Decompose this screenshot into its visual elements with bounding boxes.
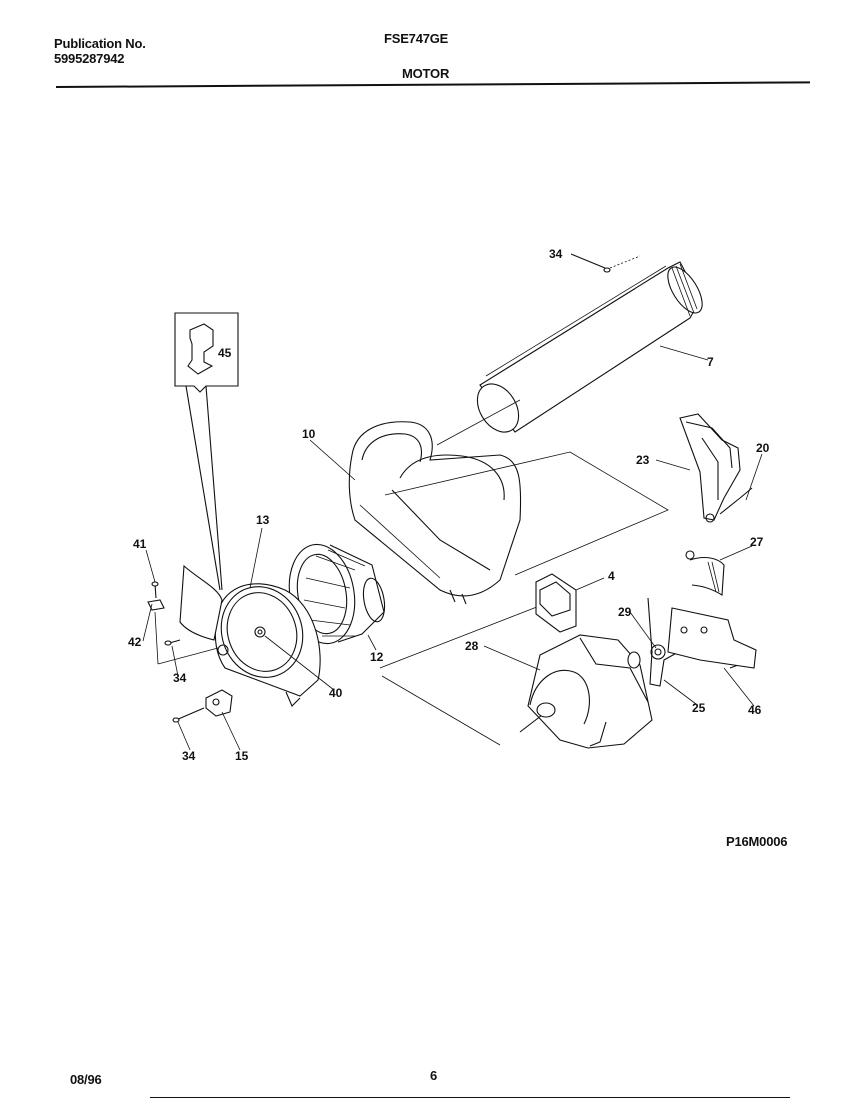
callout-29: 29 [618, 605, 632, 619]
callout-4: 4 [608, 569, 615, 583]
leader-lines [142, 345, 763, 751]
callout-7: 7 [707, 355, 714, 369]
callout-10: 10 [302, 427, 316, 441]
part-7-exhaust-duct [476, 261, 703, 433]
callout-12: 12 [370, 650, 384, 664]
part-34-screw-mid [164, 639, 181, 646]
footer-rule [150, 1097, 790, 1098]
footer-date: 08/96 [70, 1072, 102, 1087]
callout-41: 41 [133, 537, 147, 551]
part-41-42-screw-nut [147, 581, 165, 665]
callout-15: 15 [235, 749, 249, 763]
part-4-clip [535, 573, 577, 633]
publication-label: Publication No. [54, 36, 146, 51]
part-13-blower-cover [214, 583, 321, 707]
part-15-sensor [172, 689, 233, 723]
diagram-code: P16M0006 [726, 834, 788, 849]
part-10-blower-housing [348, 399, 522, 605]
left-shroud-panel [157, 564, 223, 665]
callout-20: 20 [756, 441, 770, 455]
publication-number: 5995287942 [54, 51, 125, 66]
section-title: MOTOR [402, 66, 450, 81]
callout-28: 28 [465, 639, 479, 653]
callout-labels: 34 7 45 10 23 20 13 41 27 4 29 42 28 12 … [128, 247, 770, 763]
alignment-lines [379, 451, 669, 746]
callout-34-bottom: 34 [182, 749, 196, 763]
page-number: 6 [430, 1068, 438, 1083]
part-27-idler-arc [685, 550, 725, 596]
part-25-46-motor-mount [647, 597, 757, 687]
callout-34-top: 34 [549, 247, 563, 261]
callout-42: 42 [128, 635, 142, 649]
callout-40: 40 [329, 686, 343, 700]
part-28-motor [519, 634, 653, 749]
part-34-screw-top [570, 253, 641, 273]
callout-45: 45 [218, 346, 232, 360]
part-45-inset [174, 312, 239, 591]
callout-25: 25 [692, 701, 706, 715]
part-23-bracket [679, 413, 753, 523]
callout-23: 23 [636, 453, 650, 467]
callout-34-mid: 34 [173, 671, 187, 685]
callout-27: 27 [750, 535, 764, 549]
model-number: FSE747GE [384, 31, 449, 46]
callout-46: 46 [748, 703, 762, 717]
callout-13: 13 [256, 513, 270, 527]
